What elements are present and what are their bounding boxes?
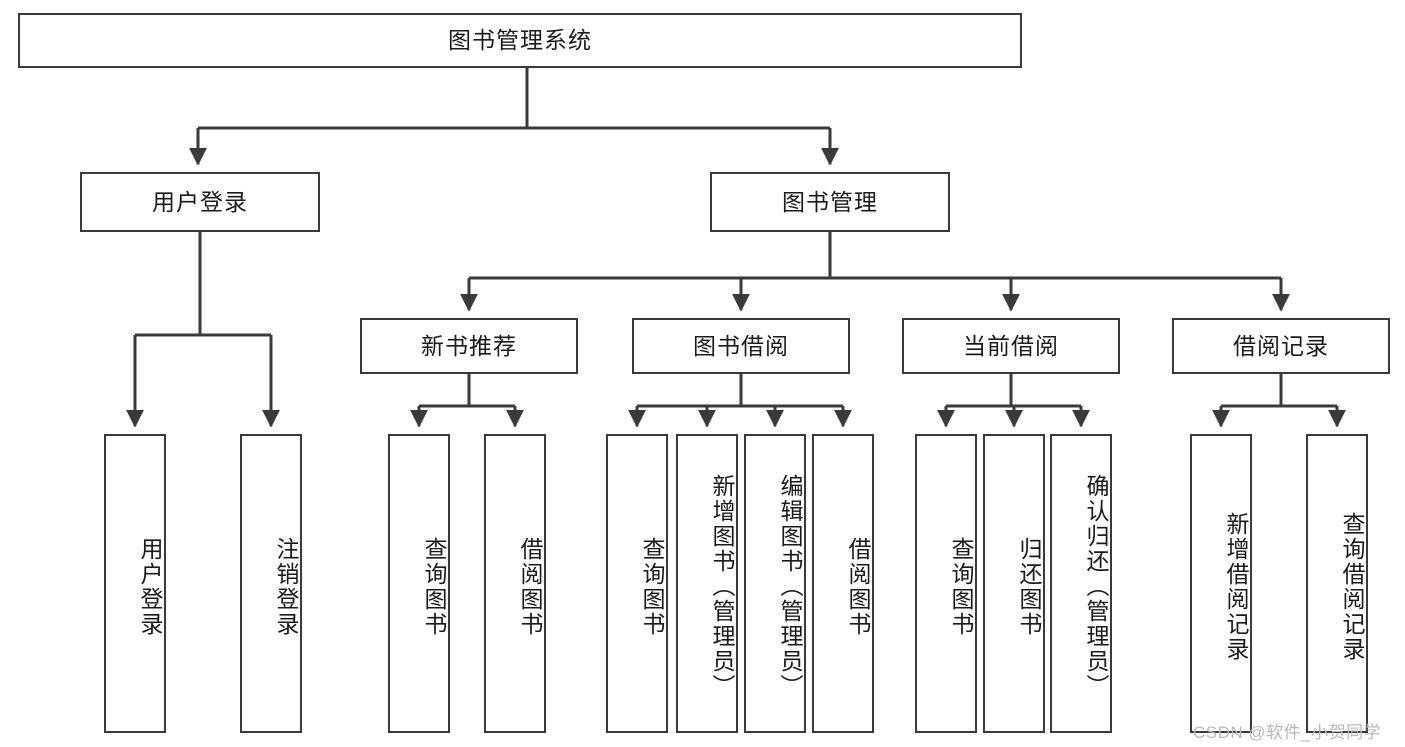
node-leaf-query-record-label: 查询借阅记录 — [1339, 511, 1365, 662]
node-leaf-borrow-book-1[interactable]: 借阅图书 — [484, 434, 546, 733]
node-borrow-record[interactable]: 借阅记录 — [1172, 318, 1390, 374]
node-leaf-add-book[interactable]: 新增图书（管理员） — [676, 434, 738, 733]
node-leaf-query-record[interactable]: 查询借阅记录 — [1306, 434, 1368, 733]
node-leaf-return-book-label: 归还图书 — [1016, 536, 1042, 637]
node-borrow-record-label: 借阅记录 — [1233, 332, 1329, 359]
node-new-book-recommend[interactable]: 新书推荐 — [360, 318, 578, 374]
node-leaf-user-login[interactable]: 用户登录 — [104, 434, 166, 733]
node-leaf-query-book-2-label: 查询图书 — [639, 536, 665, 637]
node-root-label: 图书管理系统 — [448, 27, 592, 54]
node-book-borrow-label: 图书借阅 — [693, 332, 789, 359]
node-book-manage[interactable]: 图书管理 — [710, 172, 950, 232]
node-leaf-query-book-1[interactable]: 查询图书 — [388, 434, 450, 733]
node-leaf-query-book-3[interactable]: 查询图书 — [915, 434, 977, 733]
node-current-borrow-label: 当前借阅 — [963, 332, 1059, 359]
node-leaf-query-book-2[interactable]: 查询图书 — [606, 434, 668, 733]
node-leaf-user-logout-label: 注销登录 — [273, 536, 299, 637]
node-leaf-confirm-return[interactable]: 确认归还（管理员） — [1050, 434, 1112, 733]
node-leaf-user-logout[interactable]: 注销登录 — [240, 434, 302, 733]
node-book-borrow[interactable]: 图书借阅 — [632, 318, 850, 374]
node-leaf-add-book-label: 新增图书（管理员） — [709, 474, 735, 699]
node-book-manage-label: 图书管理 — [782, 188, 878, 215]
node-leaf-query-book-1-label: 查询图书 — [421, 536, 447, 637]
node-leaf-add-record-label: 新增借阅记录 — [1223, 511, 1249, 662]
node-leaf-add-record[interactable]: 新增借阅记录 — [1190, 434, 1252, 733]
node-leaf-user-login-label: 用户登录 — [137, 536, 163, 637]
node-leaf-edit-book[interactable]: 编辑图书（管理员） — [744, 434, 806, 733]
node-leaf-confirm-return-label: 确认归还（管理员） — [1083, 474, 1109, 699]
node-leaf-query-book-3-label: 查询图书 — [948, 536, 974, 637]
csdn-watermark: CSDN @软件_小贺同学 — [1193, 723, 1382, 742]
node-leaf-return-book[interactable]: 归还图书 — [983, 434, 1045, 733]
node-leaf-borrow-book-2[interactable]: 借阅图书 — [812, 434, 874, 733]
node-new-book-recommend-label: 新书推荐 — [421, 332, 517, 359]
node-leaf-borrow-book-2-label: 借阅图书 — [845, 536, 871, 637]
node-user-login-label: 用户登录 — [152, 188, 248, 215]
node-leaf-edit-book-label: 编辑图书（管理员） — [777, 474, 803, 699]
node-current-borrow[interactable]: 当前借阅 — [902, 318, 1120, 374]
node-leaf-borrow-book-1-label: 借阅图书 — [517, 536, 543, 637]
node-root[interactable]: 图书管理系统 — [18, 13, 1022, 68]
node-user-login[interactable]: 用户登录 — [80, 172, 320, 232]
